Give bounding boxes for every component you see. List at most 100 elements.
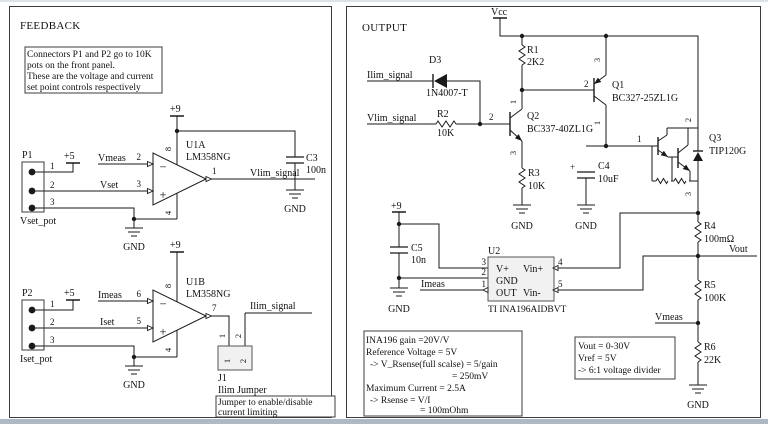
u2-gnd: GND (496, 276, 518, 287)
ina-note-border (363, 330, 523, 417)
top-edge (0, 0, 768, 2)
gnd-label: GND (388, 304, 410, 315)
u1b-part: LM358NG (186, 289, 230, 300)
ina-note-line: -> V_Rsense(full scalse) = 5/gain (370, 359, 498, 370)
c4-ref: C4 (598, 161, 610, 172)
resistor-r4: R4 100mΩ (694, 221, 734, 245)
r2-ref: R2 (437, 109, 449, 120)
p1-pin1: 1 (50, 161, 55, 171)
u2-part: TI INA196AIDBVT (488, 305, 567, 315)
ina-note-line: = 100mOhm (420, 406, 469, 416)
resistor-r3: R3 10K (518, 167, 546, 192)
u1a-pin-vcc: 8 (163, 147, 173, 151)
vout-note-line: -> 6:1 voltage divider (578, 366, 661, 376)
j1-pin1-inner: 1 (222, 359, 232, 363)
u1a-ref: U1A (186, 140, 206, 151)
u1a-part: LM358NG (186, 152, 230, 163)
net-iset: Iset (100, 317, 115, 328)
q3-part: TIP120G (709, 146, 746, 157)
u1b-pin-out: 7 (212, 303, 217, 313)
q2-ref: Q2 (527, 111, 539, 122)
u1b-pin-inv: 6 (137, 289, 142, 299)
u2-pin4: 4 (558, 257, 563, 267)
net-ilim-signal: Ilim_signal (250, 301, 296, 312)
resistor-r5: R5 100K (694, 279, 727, 304)
transistor-q3: 1 2 3 Q3 TIP120G (637, 118, 746, 196)
transistor-q2: 2 1 3 Q2 BC337-40ZL1G (489, 90, 593, 168)
r6-ref: R6 (704, 342, 716, 353)
j1-name: Ilim Jumper (218, 385, 267, 396)
junction-dots-feedback (131, 128, 180, 360)
q3-pin1: 1 (637, 134, 642, 144)
j1-note-line: current limiting (218, 408, 278, 418)
p2-pin2: 2 (50, 317, 55, 327)
output-title: OUTPUT (362, 22, 407, 34)
c3-ref: C3 (306, 153, 318, 164)
u1a-minus: − (159, 160, 166, 174)
ina-note-line: Reference Voltage = 5V (366, 347, 457, 358)
u1b-ref: U1B (186, 277, 205, 288)
p1-pin2: 2 (50, 180, 55, 190)
vcc-label: Vcc (491, 7, 508, 18)
power-symbols-output: Vcc +9 (391, 7, 508, 213)
ina-note-line: Maximum Current = 2.5A (366, 384, 466, 394)
q1-pin2: 2 (584, 79, 589, 89)
j1-body (217, 345, 253, 371)
r1-value: 2K2 (527, 57, 544, 68)
net-vmeas: Vmeas (98, 153, 126, 164)
j1-note-line: Jumper to enable/disable (218, 398, 312, 408)
u2-vinminus: Vin- (523, 288, 541, 299)
ina-note-line: INA196 gain =20V/V (366, 336, 450, 346)
ina-note-line: = 250mV (452, 372, 488, 382)
u2-vplus: V+ (496, 264, 509, 275)
ground-symbols-output: GND GND GND GND (388, 204, 709, 411)
power-symbols-feedback: +9 +9 +5 +5 (64, 104, 184, 301)
note-line: pots on the front panel. (27, 60, 115, 71)
note-box-border (24, 46, 163, 94)
p9-label: +9 (391, 201, 402, 212)
resistor-r1: R1 2K2 (518, 44, 544, 68)
p1-ref: P1 (22, 150, 33, 161)
r1-ref: R1 (527, 45, 539, 56)
r3-ref: R3 (528, 168, 540, 179)
feedback-panel: FEEDBACK Connectors P1 and P2 go to 10K … (9, 6, 336, 418)
u2-pin2: 2 (482, 267, 487, 277)
note-line: These are the voltage and current (27, 72, 154, 82)
gnd-label: GND (284, 204, 306, 215)
opamp-u1a: − + U1A LM358NG 2 3 1 8 4 (137, 140, 231, 215)
note-line: set point controls respectively (27, 83, 141, 93)
vout-note-line: Vout = 0-30V (578, 342, 630, 352)
u2-pin1: 1 (482, 279, 487, 289)
connector-p1: P1 1 2 3 Vset_pot (20, 150, 56, 227)
r6-value: 22K (704, 355, 722, 366)
ina-note-box: INA196 gain =20V/V Reference Voltage = 5… (363, 330, 523, 417)
gnd-label: GND (575, 221, 597, 232)
resistor-r6: R6 22K (694, 341, 722, 366)
u1b-minus: − (159, 297, 166, 311)
c3-value: 100n (306, 165, 326, 176)
j1-ref: J1 (218, 373, 227, 384)
c5-ref: C5 (411, 243, 423, 254)
net-imeas: Imeas (421, 279, 445, 290)
u1b-pin-vcc: 8 (163, 284, 173, 288)
u1b-plus: + (159, 325, 166, 339)
j1-pin2-inner: 2 (238, 359, 248, 363)
u1a-pin-out: 1 (212, 166, 217, 176)
p9-label-u1b: +9 (170, 240, 181, 251)
net-ilim-signal: Ilim_signal (367, 70, 413, 81)
d3-part: 1N4007-T (426, 88, 468, 99)
capacitor-c5: C5 10n (390, 243, 426, 266)
u1a-pin-inv: 2 (137, 152, 142, 162)
gnd-label: GND (123, 380, 145, 391)
net-vlim-signal: Vlim_signal (250, 168, 300, 179)
q3-pin3: 3 (683, 192, 693, 196)
r4-ref: R4 (704, 221, 716, 232)
net-imeas: Imeas (98, 290, 122, 301)
capacitor-c4: + C4 10uF (570, 161, 619, 185)
gnd-label: GND (511, 221, 533, 232)
c5-value: 10n (411, 255, 426, 266)
u2-body (487, 256, 555, 302)
output-wires (367, 18, 757, 385)
